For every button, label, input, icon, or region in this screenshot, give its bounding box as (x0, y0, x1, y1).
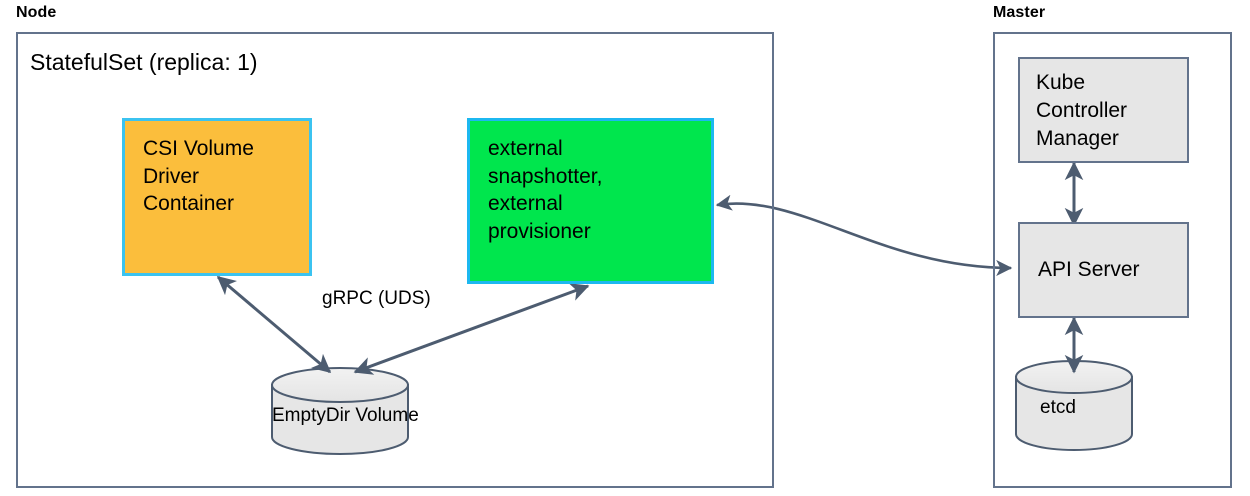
csi-volume-driver-container-label: CSI Volume Driver Container (143, 137, 254, 216)
master-container (993, 32, 1232, 488)
kube-controller-manager-box[interactable]: Kube Controller Manager (1018, 57, 1189, 163)
api-server-box[interactable]: API Server (1018, 222, 1189, 318)
api-server-label: API Server (1038, 258, 1140, 282)
node-container (16, 32, 774, 488)
external-sidecars-box[interactable]: external snapshotter, external provision… (467, 118, 714, 284)
grpc-uds-edge-label: gRPC (UDS) (322, 288, 431, 309)
external-sidecars-label: external snapshotter, external provision… (488, 137, 603, 244)
statefulset-title: StatefulSet (replica: 1) (30, 49, 258, 75)
kube-controller-manager-label: Kube Controller Manager (1036, 71, 1128, 150)
csi-volume-driver-container-box[interactable]: CSI Volume Driver Container (122, 118, 312, 276)
master-group-label: Master (993, 4, 1046, 21)
node-group-label: Node (16, 4, 57, 21)
